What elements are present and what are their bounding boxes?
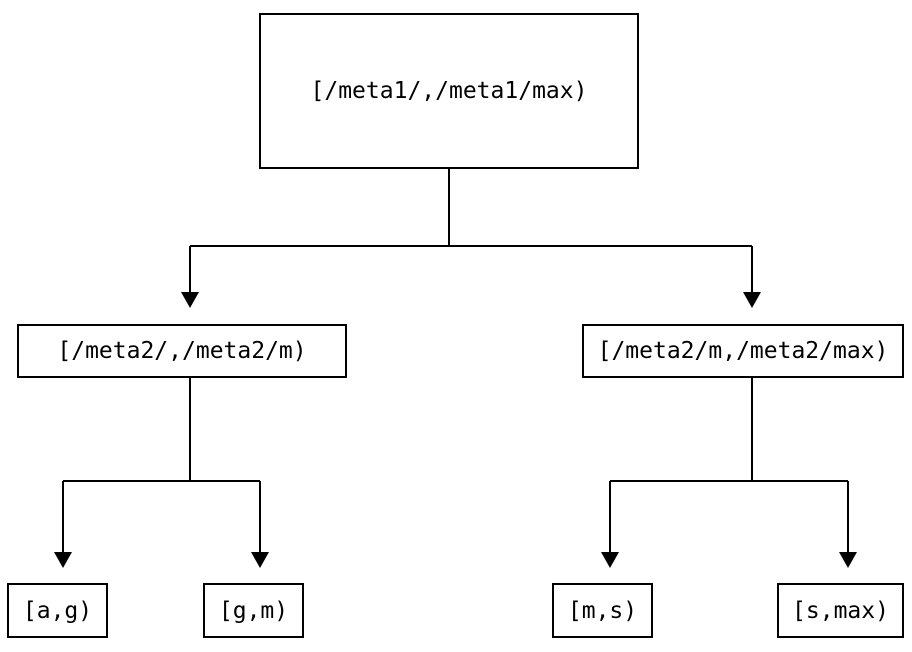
edge-root-children xyxy=(181,169,761,308)
arrowhead-to-mid-left xyxy=(181,292,199,308)
tree-node-leaf-smax: [s,max) xyxy=(777,583,904,638)
tree-node-root: [/meta1/,/meta1/max) xyxy=(259,13,639,169)
tree-node-mid-right: [/meta2/m,/meta2/max) xyxy=(582,324,904,378)
node-label-leaf-smax: [s,max) xyxy=(792,597,889,624)
arrowhead-to-mid-right xyxy=(743,292,761,308)
arrowhead-to-leaf-gm xyxy=(251,552,269,568)
arrowhead-to-leaf-ag xyxy=(54,552,72,568)
node-label-leaf-ag: [a,g) xyxy=(22,597,93,624)
node-label-root: [/meta1/,/meta1/max) xyxy=(310,78,588,104)
node-label-leaf-ms: [m,s) xyxy=(567,597,638,624)
tree-node-mid-left: [/meta2/,/meta2/m) xyxy=(17,324,347,378)
edge-mid-left-children xyxy=(54,378,269,568)
node-label-mid-right: [/meta2/m,/meta2/max) xyxy=(597,338,889,364)
tree-node-leaf-ag: [a,g) xyxy=(7,583,108,638)
node-label-mid-left: [/meta2/,/meta2/m) xyxy=(57,338,307,364)
tree-node-leaf-gm: [g,m) xyxy=(203,583,304,638)
edge-mid-right-children xyxy=(601,378,857,568)
tree-node-leaf-ms: [m,s) xyxy=(552,583,653,638)
node-label-leaf-gm: [g,m) xyxy=(218,597,289,624)
arrowhead-to-leaf-ms xyxy=(601,552,619,568)
arrowhead-to-leaf-smax xyxy=(839,552,857,568)
